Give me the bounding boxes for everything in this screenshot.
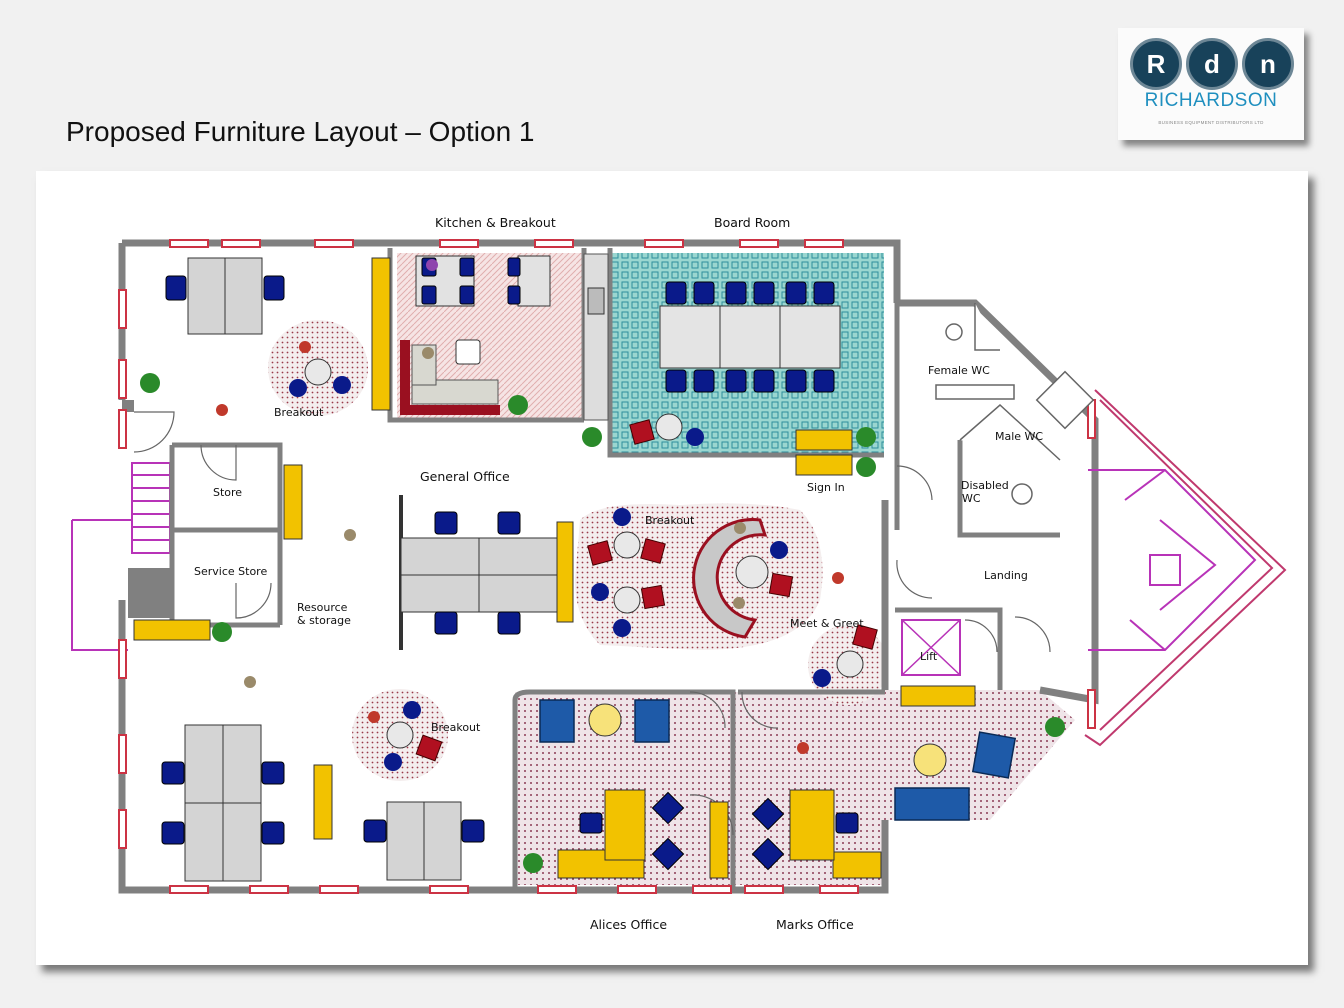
label-store: Store — [213, 486, 242, 499]
people-figures — [216, 259, 844, 754]
stair-core-walls — [1084, 389, 1287, 747]
breakout-furniture — [289, 358, 947, 777]
logo-letter-n: n — [1260, 48, 1276, 79]
label-general-office: General Office — [420, 469, 510, 484]
label-disabled-wc-1: Disabled — [961, 479, 1009, 492]
logo-letter-r-icon: R — [1130, 38, 1182, 90]
label-resource-2: & storage — [297, 614, 351, 627]
label-landing: Landing — [984, 569, 1028, 582]
label-male-wc: Male WC — [995, 430, 1043, 443]
logo-letter-n-icon: n — [1242, 38, 1294, 90]
page-title: Proposed Furniture Layout – Option 1 — [66, 116, 535, 147]
logo-letter-r: R — [1146, 48, 1166, 79]
label-breakout-sw: Breakout — [431, 721, 481, 734]
label-kitchen-breakout: Kitchen & Breakout — [435, 215, 556, 230]
logo-company-name: RICHARDSON — [1144, 90, 1278, 111]
office-visitor-chairs — [651, 791, 785, 871]
logo-letter-d-icon: d — [1186, 38, 1238, 90]
board-room-table — [659, 305, 841, 369]
desks — [184, 257, 558, 882]
stair-flight — [1088, 469, 1257, 651]
label-board-room: Board Room — [714, 215, 790, 230]
label-breakout-nw: Breakout — [274, 406, 324, 419]
floor-plan: Kitchen & Breakout Board Room Female WC … — [71, 215, 1287, 932]
storage-units — [133, 257, 976, 879]
windows — [118, 239, 1096, 894]
lounge-chairs — [539, 699, 1017, 821]
label-alices-office: Alices Office — [590, 917, 667, 932]
label-marks-office: Marks Office — [776, 917, 854, 932]
logo-tagline: BUSINESS EQUIPMENT DISTRIBUTORS LTD — [1158, 120, 1264, 125]
wc-fixtures — [935, 303, 1095, 505]
lift-shaft-wall — [128, 568, 172, 618]
label-disabled-wc-2: WC — [962, 492, 981, 505]
logo-letter-d: d — [1204, 48, 1220, 79]
label-female-wc: Female WC — [928, 364, 990, 377]
office-chairs — [161, 257, 859, 845]
label-service-store: Service Store — [194, 565, 267, 578]
plants — [140, 373, 1065, 873]
company-logo: R d n RICHARDSON BUSINESS EQUIPMENT DIST… — [1118, 28, 1304, 140]
label-resource-1: Resource — [297, 601, 348, 614]
label-breakout-center: Breakout — [645, 514, 695, 527]
door-swings — [133, 411, 1051, 836]
breakout-chairs — [415, 419, 878, 762]
label-lift: Lift — [920, 650, 938, 663]
label-meet-greet: Meet & Greet — [790, 617, 864, 630]
label-sign-in: Sign In — [807, 481, 845, 494]
lift-cross — [901, 619, 961, 676]
